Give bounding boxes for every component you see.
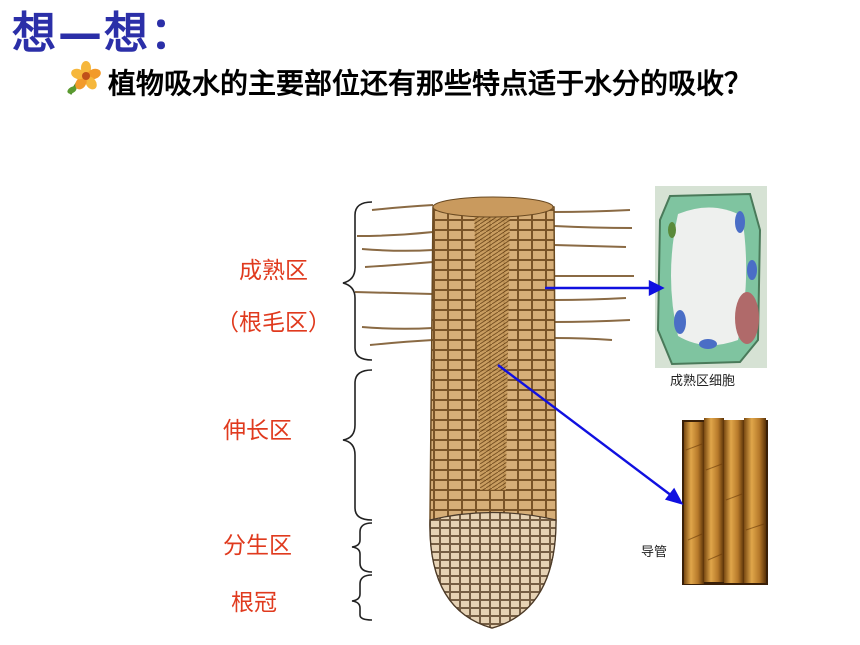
- slide-title: 想—想：: [12, 8, 196, 59]
- zone-braces: [342, 201, 373, 621]
- caption-maturation-cell: 成熟区细胞: [670, 374, 736, 389]
- vessel-picture: [682, 418, 768, 585]
- label-elongation-zone: 伸长区: [223, 418, 292, 444]
- caption-vessel: 导管: [641, 545, 668, 560]
- root-cap-region: [429, 511, 557, 629]
- question-text: 植物吸水的主要部位还有那些特点适于水分的吸收？: [108, 67, 753, 100]
- maturation-cell-picture: [655, 186, 767, 368]
- pointer-arrows: [497, 280, 684, 505]
- label-root-hair-zone: （根毛区）: [216, 310, 331, 336]
- root-hairs: [354, 204, 634, 346]
- label-root-cap: 根冠: [231, 590, 277, 616]
- label-meristem-zone: 分生区: [223, 533, 292, 559]
- vascular-cylinder: [474, 205, 510, 490]
- flower-icon: [67, 61, 101, 95]
- label-maturation-zone: 成熟区: [239, 258, 308, 284]
